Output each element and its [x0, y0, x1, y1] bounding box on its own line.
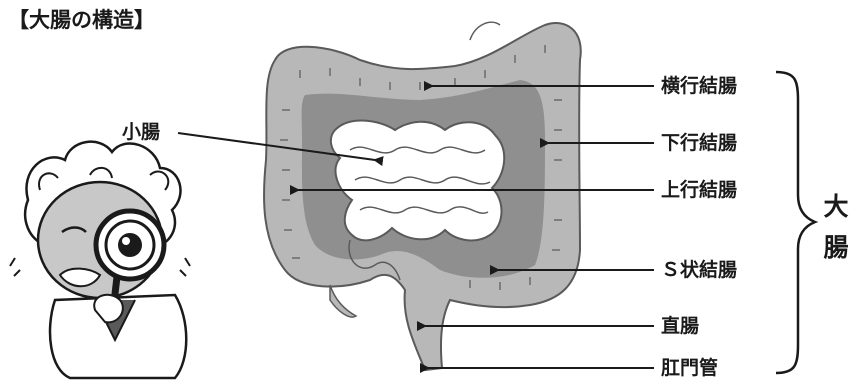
doctor-character [10, 142, 190, 378]
label-transverse-colon: 横行結腸 [661, 75, 737, 97]
label-descending-colon: 下行結腸 [661, 132, 737, 154]
label-sigmoid-colon: Ｓ状結腸 [661, 259, 737, 281]
right-brace [776, 72, 815, 373]
label-rectum: 直腸 [661, 315, 699, 337]
label-ascending-colon: 上行結腸 [661, 179, 737, 201]
label-small-intestine: 小腸 [122, 121, 160, 143]
large-intestine-label-line2: 腸 [821, 224, 851, 272]
label-anal-canal: 肛門管 [661, 357, 718, 379]
